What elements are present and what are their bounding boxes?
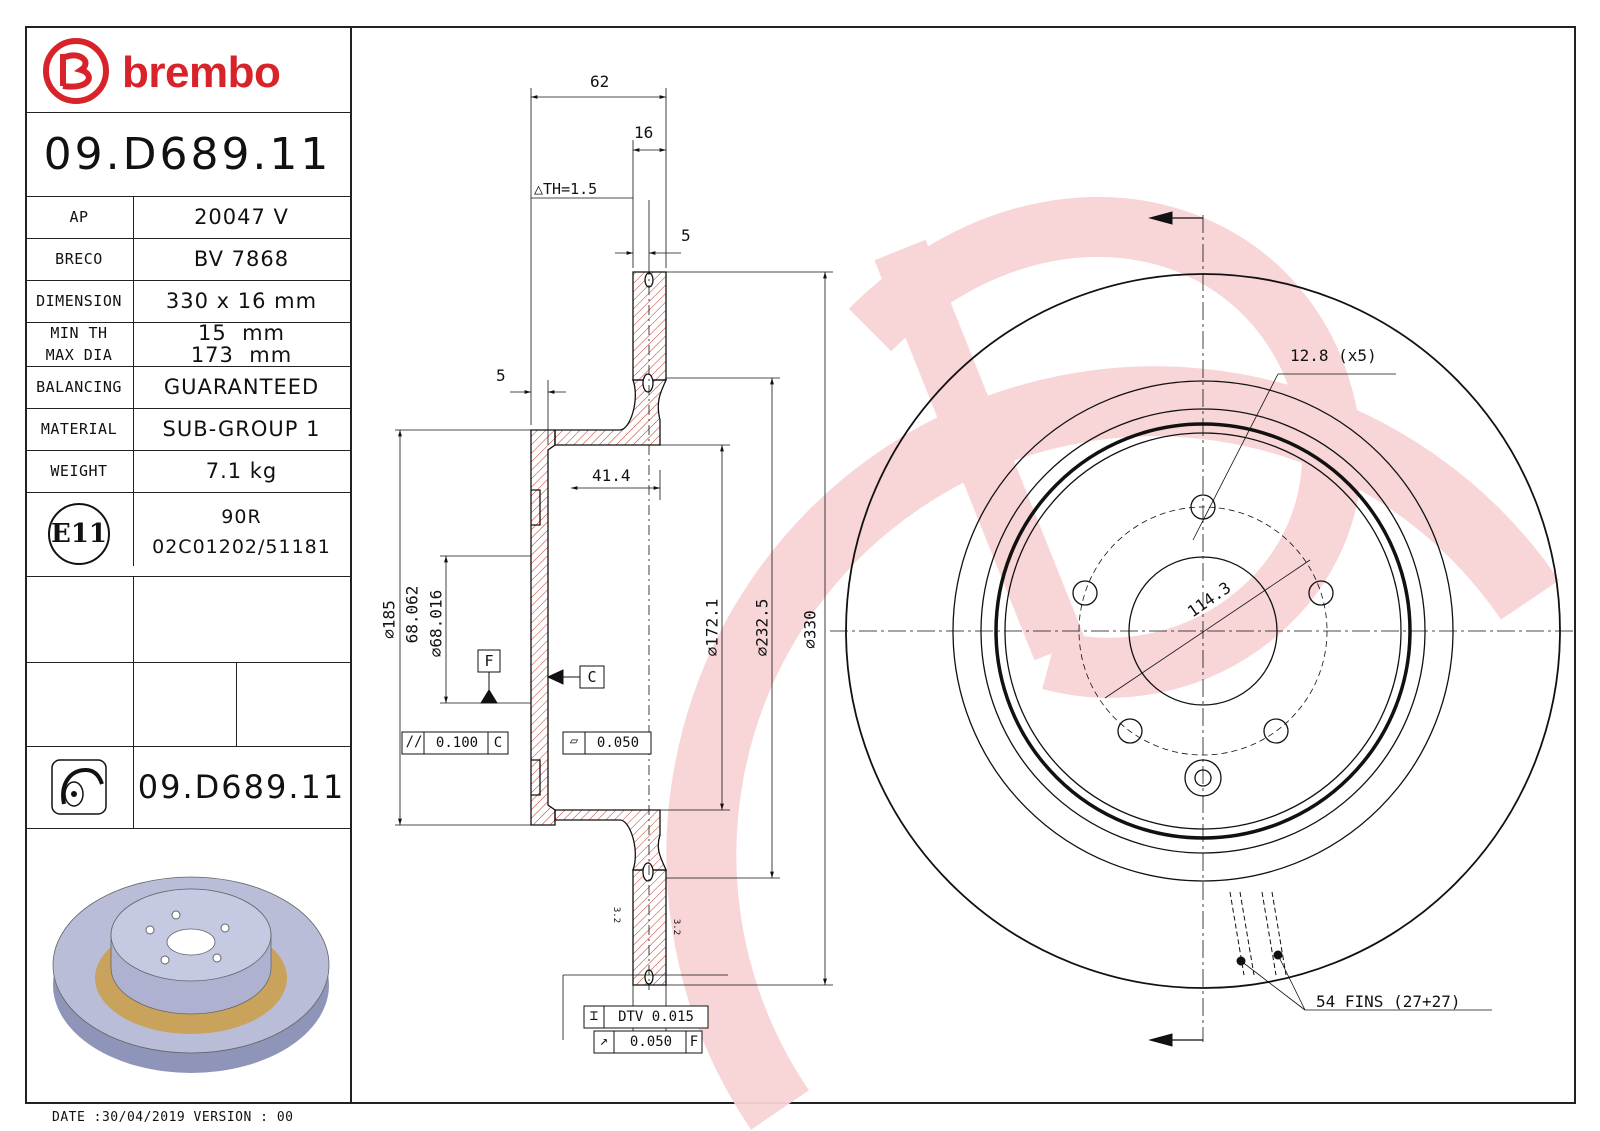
brembo-watermark: [666, 197, 1559, 1130]
spec-value-dimension: 330 x 16 mm: [165, 289, 318, 313]
spec-value-balancing: GUARANTEED: [163, 375, 320, 399]
footer-date-version: DATE :30/04/2019 VERSION : 00: [52, 1110, 294, 1125]
spec-label-ap: AP: [69, 208, 89, 226]
spec-label-weight: WEIGHT: [50, 462, 108, 480]
fins-label: 54 FINS (27+27): [1316, 992, 1461, 1011]
drawing-frame: [25, 26, 1576, 1104]
dim-bolt-hole: 12.8 (x5): [1290, 346, 1377, 365]
tolerance-frames: [401, 649, 709, 1054]
runout-ref: F: [689, 1034, 699, 1050]
title-block: brembo 09.D689.11 AP 20047 V BRECO BV 78…: [25, 26, 352, 1104]
disc-render: [52, 876, 330, 1073]
roughness-left: 3.2: [611, 906, 622, 924]
dim-hat-depth: 41.4: [592, 466, 631, 485]
tol-flat-value: 0.050: [596, 735, 640, 751]
e11-mark: E11: [25, 492, 133, 576]
disc-product-icon: [25, 746, 133, 828]
spec-label-material: MATERIAL: [40, 420, 118, 438]
brembo-logo-icon: [43, 38, 109, 104]
dim-hat-5: 5: [496, 366, 506, 385]
tol-parallel-ref: C: [493, 735, 503, 751]
dim-overall-width: 62: [590, 72, 610, 91]
homologation-line2: 02C01202/51181: [152, 536, 331, 558]
roughness-right: 3.2: [671, 918, 682, 936]
dim-dia-330: ⌀330: [800, 610, 820, 649]
dtv-value: DTV 0.015: [618, 1009, 694, 1025]
spec-value-material: SUB-GROUP 1: [162, 417, 321, 441]
homologation-line1: 90R: [221, 506, 262, 528]
spec-value-min-th: 15 mm: [198, 321, 285, 345]
section-dimensions: [395, 88, 833, 1048]
tol-parallel-symbol: //: [405, 734, 423, 750]
spec-value-max-dia: 173 mm: [190, 343, 293, 367]
datum-f: F: [484, 652, 494, 670]
bottom-part-number: 09.D689.11: [137, 768, 346, 806]
spec-value-ap: 20047 V: [194, 205, 289, 229]
brand-logo-cell: brembo: [25, 26, 350, 112]
dim-dia-bore-upper: 68.062: [402, 585, 422, 644]
spec-value-weight: 7.1 kg: [205, 459, 278, 483]
dtv-symbol: ⌶: [589, 1008, 599, 1024]
dim-dia-172: ⌀172.1: [702, 598, 722, 657]
spec-label-min-th: MIN TH: [50, 324, 108, 342]
part-number: 09.D689.11: [43, 128, 332, 180]
spec-value-breco: BV 7868: [193, 247, 290, 271]
spec-label-balancing: BALANCING: [36, 378, 122, 396]
dim-dia-232: ⌀232.5: [752, 598, 772, 657]
dim-dia-bore-lower: ⌀68.016: [426, 589, 446, 658]
dim-dia-185: ⌀185: [379, 600, 399, 639]
brand-name: brembo: [122, 48, 281, 97]
spec-label-breco: BRECO: [55, 250, 103, 268]
front-view: [830, 211, 1576, 1047]
spec-label-dimension: DIMENSION: [36, 292, 122, 310]
dim-rim-5-top: 5: [681, 226, 691, 245]
spec-label-max-dia: MAX DIA: [45, 346, 113, 364]
datum-c: C: [587, 668, 597, 686]
tol-flat-symbol: ▱: [569, 733, 579, 749]
tol-parallel-value: 0.100: [435, 735, 479, 751]
runout-value: 0.050: [629, 1034, 673, 1050]
dim-th-note: △TH=1.5: [534, 180, 598, 198]
dim-thickness: 16: [634, 123, 654, 142]
e11-mark-text: E11: [48, 503, 110, 565]
runout-symbol: ↗: [599, 1033, 609, 1049]
section-view: [530, 265, 667, 990]
